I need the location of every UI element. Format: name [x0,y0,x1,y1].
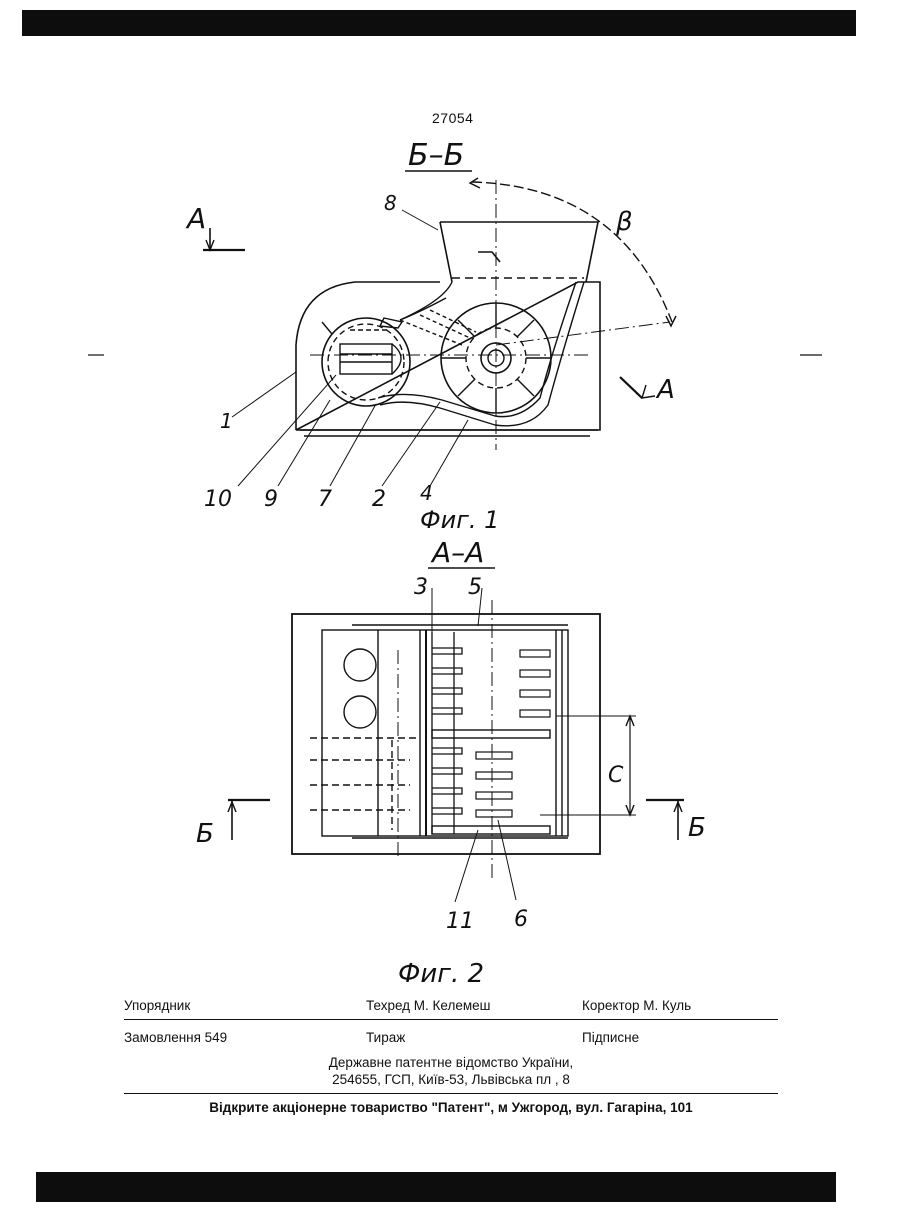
section-marker-a-right: A [655,375,675,405]
callout-4: 4 [420,481,433,505]
imprint-rule-top [124,1019,778,1020]
figure-2: A–A [196,536,706,989]
callout-5: 5 [468,575,482,600]
callout-10: 10 [204,487,232,512]
imprint-circulation: Тираж [366,1030,405,1045]
imprint-tech-editor: Техред М. Келемеш [366,998,490,1013]
callout-2: 2 [372,487,386,512]
callout-1: 1 [220,409,233,433]
callout-7: 7 [318,487,332,512]
section-marker-a-left: A [185,202,206,235]
section-marker-b-left: Б [196,819,214,849]
figure-1-caption: Фиг. 1 [420,506,499,534]
figure-2-caption: Фиг. 2 [398,959,484,989]
section-label-aa: A–A [430,536,484,569]
callout-6: 6 [514,907,528,932]
dimension-c-label: C [608,763,624,788]
callout-3: 3 [414,575,428,600]
figure-1: Б–Б A [88,138,822,534]
callout-9: 9 [264,487,278,512]
imprint-office-line-1: Державне патентне відомство України, [124,1054,778,1071]
callout-11: 11 [446,909,474,934]
imprint-printer: Відкрите акціонерне товариство "Патент",… [124,1100,778,1115]
imprint-compiler: Упорядник [124,998,190,1013]
imprint-subscription: Підписне [582,1030,639,1045]
section-label-bb: Б–Б [408,138,464,173]
imprint-corrector: Коректор М. Куль [582,998,691,1013]
angle-beta-label: β [615,207,633,237]
imprint-order: Замовлення 549 [124,1030,227,1045]
imprint-office-line-2: 254655, ГСП, Київ-53, Львівська пл , 8 [124,1071,778,1088]
callout-8: 8 [384,191,397,215]
imprint-rule-bottom [124,1093,778,1094]
section-marker-b-right: Б [688,813,706,843]
scan-border-bottom [36,1172,836,1202]
